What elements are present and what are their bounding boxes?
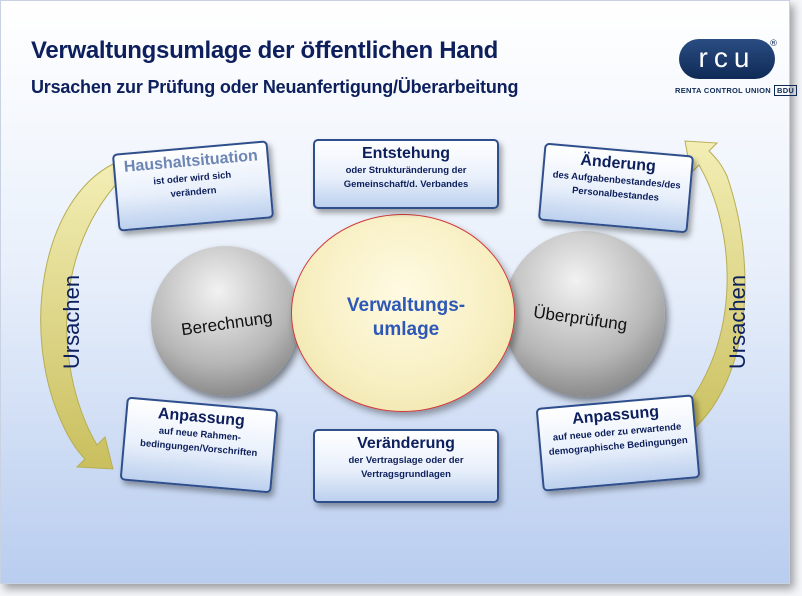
center-circle — [291, 214, 515, 412]
right-curved-arrow — [668, 140, 746, 444]
logo-mark: rcu — [679, 39, 775, 79]
box-title: Entstehung — [362, 145, 450, 162]
slide: Verwaltungsumlage der öffentlichen Hand … — [0, 0, 798, 584]
box-anpassung-rahmenbedingungen: Anpassung auf neue Rahmen- bedingungen/V… — [119, 396, 279, 494]
box-veraenderung: Veränderung der Vertragslage oder der Ve… — [313, 429, 499, 503]
side-label-left: Ursachen — [59, 274, 85, 370]
logo-registered: ® — [769, 39, 778, 49]
box-text-line2: Gemeinschaft/d. Verbandes — [343, 179, 469, 190]
side-label-right: Ursachen — [725, 274, 751, 370]
circle-berechnung — [151, 246, 299, 396]
box-text-line1: oder Strukturänderung der — [345, 165, 467, 176]
box-anpassung-demographie: Anpassung auf neue oder zu erwartende de… — [535, 394, 701, 492]
box-title: Veränderung — [357, 435, 455, 452]
center-label-line2: umlage — [372, 319, 440, 340]
left-curved-arrow — [40, 163, 120, 470]
page-subtitle: Ursachen zur Prüfung oder Neuanfertigung… — [31, 77, 519, 97]
logo-company-name: RENTA CONTROL UNION — [675, 86, 771, 95]
box-text-line1: der Vertragslage oder der — [348, 455, 464, 466]
page-title: Verwaltungsumlage der öffentlichen Hand — [31, 37, 499, 64]
box-text-line2: Vertragsgrundlagen — [361, 469, 451, 480]
box-haushaltsituation: Haushaltsituation ist oder wird sich ver… — [111, 140, 275, 232]
box-entstehung: Entstehung oder Strukturänderung der Gem… — [313, 139, 499, 209]
curved-arrows — [40, 140, 746, 470]
center-label: Verwaltungs- umlage — [331, 294, 481, 342]
logo-badge: BDU — [773, 85, 798, 96]
circle-ueberpruefung — [503, 231, 665, 397]
center-label-line1: Verwaltungs- — [346, 295, 466, 316]
box-aenderung: Änderung des Aufgabenbestandes/des Perso… — [537, 142, 695, 234]
